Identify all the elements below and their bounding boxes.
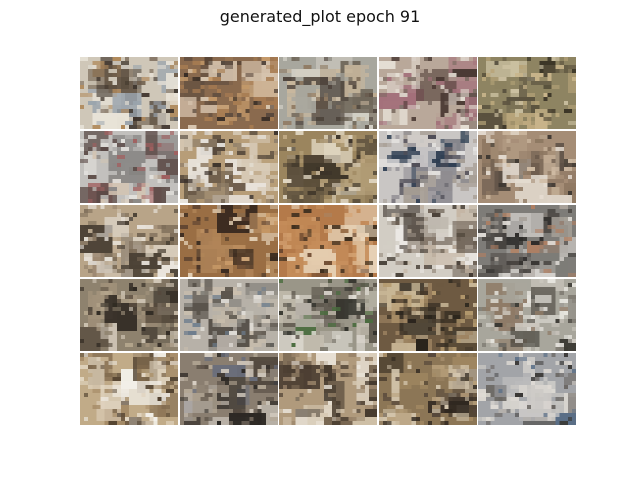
generated-image bbox=[179, 279, 278, 351]
generated-image-tile bbox=[279, 205, 377, 277]
generated-image-tile bbox=[378, 279, 477, 351]
generated-image bbox=[478, 279, 576, 351]
generated-image bbox=[179, 205, 278, 277]
generated-image bbox=[80, 353, 178, 425]
generated-image-tile bbox=[80, 57, 178, 129]
generated-image bbox=[478, 131, 576, 203]
generated-image bbox=[378, 279, 477, 351]
figure-title: generated_plot epoch 91 bbox=[219, 7, 421, 26]
generated-image-tile bbox=[378, 353, 477, 425]
generated-image-tile bbox=[179, 353, 278, 425]
generated-image-tile bbox=[179, 131, 278, 203]
generated-image bbox=[179, 353, 278, 425]
generated-image bbox=[378, 57, 477, 129]
generated-image-tile bbox=[80, 279, 178, 351]
generated-image bbox=[80, 131, 178, 203]
generated-image bbox=[80, 205, 178, 277]
generated-image-tile bbox=[279, 131, 377, 203]
generated-image bbox=[80, 279, 178, 351]
generated-image bbox=[279, 57, 377, 129]
generated-image-tile bbox=[80, 131, 178, 203]
generated-image-tile bbox=[478, 57, 576, 129]
generated-image-tile bbox=[279, 57, 377, 129]
generated-image-tile bbox=[179, 279, 278, 351]
generated-image bbox=[279, 279, 377, 351]
generated-image-tile bbox=[478, 131, 576, 203]
generated-image-tile bbox=[279, 353, 377, 425]
generated-image-tile bbox=[478, 353, 576, 425]
generated-image-tile bbox=[179, 205, 278, 277]
generated-image-tile bbox=[179, 57, 278, 129]
generated-image bbox=[478, 205, 576, 277]
generated-image bbox=[279, 205, 377, 277]
generated-image bbox=[378, 205, 477, 277]
generated-image-tile bbox=[80, 353, 178, 425]
generated-image-tile bbox=[478, 279, 576, 351]
generated-image-tile bbox=[80, 205, 178, 277]
generated-image bbox=[179, 57, 278, 129]
generated-image bbox=[378, 353, 477, 425]
generated-image bbox=[179, 131, 278, 203]
generated-image-tile bbox=[478, 205, 576, 277]
generated-image-tile bbox=[378, 57, 477, 129]
generated-image-grid bbox=[80, 57, 576, 427]
generated-image bbox=[279, 131, 377, 203]
generated-image-tile bbox=[279, 279, 377, 351]
generated-image bbox=[80, 57, 178, 129]
generated-image bbox=[478, 57, 576, 129]
generated-image bbox=[279, 353, 377, 425]
generated-image-tile bbox=[378, 131, 477, 203]
generated-image bbox=[378, 131, 477, 203]
generated-image bbox=[478, 353, 576, 425]
generated-image-tile bbox=[378, 205, 477, 277]
